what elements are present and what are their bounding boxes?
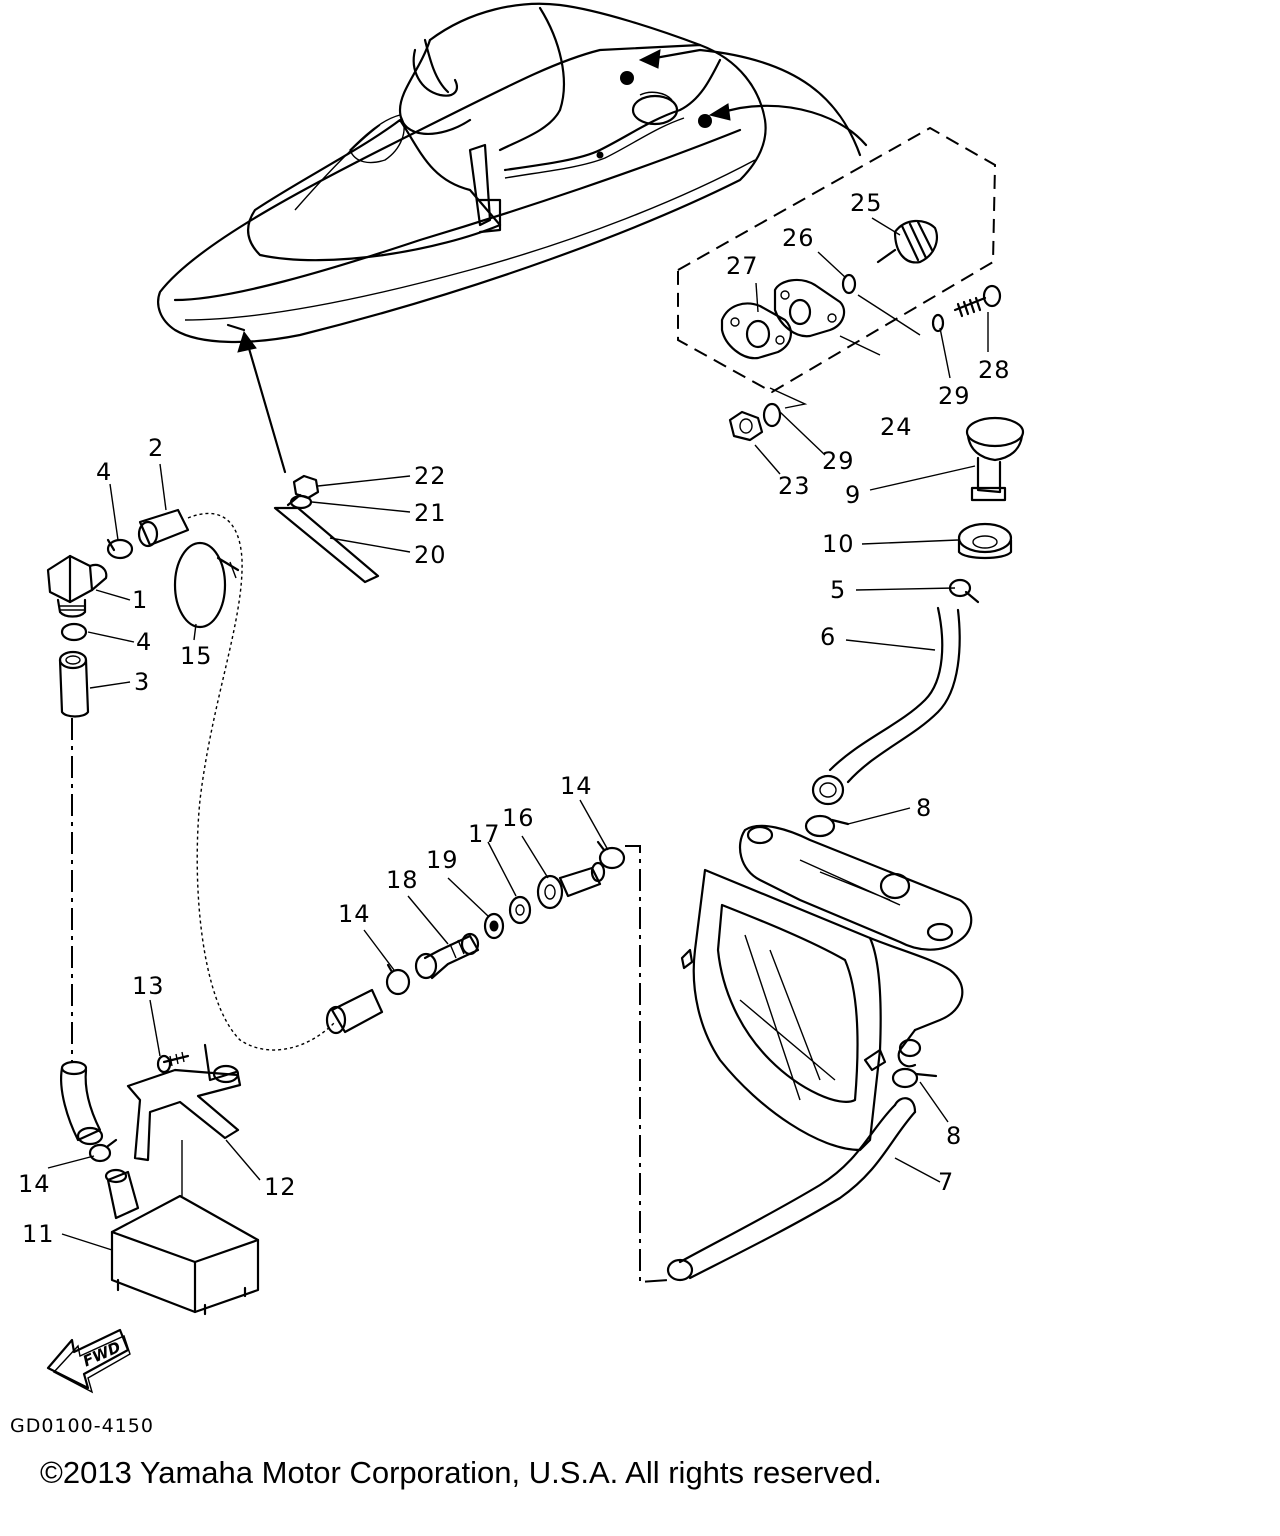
part-14-clamp-top-icon xyxy=(596,840,626,870)
part-25-fitting-icon xyxy=(876,219,938,264)
callout-29-b: 29 xyxy=(822,447,855,475)
part-29-washer-icon xyxy=(931,313,945,333)
callout-14-a: 14 xyxy=(560,772,593,800)
part-2-hose-icon xyxy=(137,508,190,548)
callout-28: 28 xyxy=(978,356,1011,384)
part-17-washer-icon xyxy=(508,895,532,925)
part-13-screw-icon xyxy=(156,1051,190,1074)
part-1-elbow-icon xyxy=(46,554,108,618)
part-6-hose-icon xyxy=(811,606,961,806)
part-3-hose-icon xyxy=(58,650,90,718)
diagram-code: GD0100-4150 xyxy=(10,1415,154,1437)
part-15-strap-icon xyxy=(173,541,240,629)
callout-1: 1 xyxy=(132,586,148,614)
vent-hose-route xyxy=(187,512,336,1051)
fwd-arrow-icon: FWD xyxy=(46,1328,131,1394)
callout-12: 12 xyxy=(264,1173,297,1201)
callout-2: 2 xyxy=(148,434,164,462)
callout-14-b: 14 xyxy=(338,900,371,928)
leader-lines xyxy=(47,217,989,1251)
callout-20: 20 xyxy=(414,541,447,569)
part-12-bracket-icon xyxy=(126,1043,242,1162)
part-5-clamp-icon xyxy=(948,578,980,604)
part-9-cap-icon xyxy=(965,416,1025,502)
hose-routing-line xyxy=(625,845,669,1284)
callout-8-b: 8 xyxy=(946,1122,962,1150)
part-26-o-ring-icon xyxy=(841,273,857,295)
callout-9: 9 xyxy=(845,481,861,509)
part-18-fitting-icon xyxy=(414,932,480,980)
jet-pump-housing xyxy=(680,824,973,1152)
part-lower-hose-icon xyxy=(60,1060,104,1146)
callout-13: 13 xyxy=(132,972,165,1000)
callout-labels: 25 26 27 28 29 24 29 23 9 10 5 6 8 8 7 2… xyxy=(18,189,1011,1248)
callout-18: 18 xyxy=(386,866,419,894)
callout-29-a: 29 xyxy=(938,382,971,410)
callout-4-a: 4 xyxy=(96,458,112,486)
part-7-hose-icon xyxy=(666,1097,917,1282)
callout-3: 3 xyxy=(134,668,150,696)
callout-5: 5 xyxy=(830,576,846,604)
connector-hose-icon xyxy=(325,988,384,1035)
part-14-clamp-lower-icon xyxy=(88,1138,118,1163)
part-24-flange-icon xyxy=(773,278,846,338)
callout-25: 25 xyxy=(850,189,883,217)
part-11-filter-box-icon xyxy=(104,1168,260,1316)
callout-7: 7 xyxy=(938,1168,954,1196)
part-28-bolt-icon xyxy=(953,284,1002,318)
callout-26: 26 xyxy=(782,224,815,252)
part-19-washer-icon xyxy=(483,912,505,940)
callout-24: 24 xyxy=(880,413,913,441)
part-27-gasket-icon xyxy=(720,302,792,360)
callout-11: 11 xyxy=(22,1220,55,1248)
part-16-fitting-icon xyxy=(536,861,606,910)
copyright-notice: ©2013 Yamaha Motor Corporation, U.S.A. A… xyxy=(40,1455,882,1490)
callout-19: 19 xyxy=(426,846,459,874)
callout-27: 27 xyxy=(726,252,759,280)
fuel-fitting-inset xyxy=(677,126,1002,409)
part-10-nut-icon xyxy=(957,522,1013,560)
part-4-clamp-lower-icon xyxy=(60,622,88,642)
deck-fitting-front xyxy=(620,71,634,85)
callout-23: 23 xyxy=(778,472,811,500)
part-4-clamp-upper-icon xyxy=(106,538,134,560)
callout-10: 10 xyxy=(822,530,855,558)
callout-14-c: 14 xyxy=(18,1170,51,1198)
callout-21: 21 xyxy=(414,499,447,527)
part-8-clamp-upper-icon xyxy=(804,814,850,838)
callout-16: 16 xyxy=(502,804,535,832)
callout-4-b: 4 xyxy=(136,628,152,656)
part-14-clamp-mid-icon xyxy=(385,963,411,996)
callout-15: 15 xyxy=(180,642,213,670)
callout-8-a: 8 xyxy=(916,794,932,822)
callout-6: 6 xyxy=(820,623,836,651)
part-22-nut-icon xyxy=(292,474,320,500)
part-23-nut-icon xyxy=(728,410,764,442)
callout-22: 22 xyxy=(414,462,447,490)
part-20-bracket-icon xyxy=(273,493,380,584)
part-29b-washer-icon xyxy=(762,402,782,428)
callout-17: 17 xyxy=(468,820,501,848)
part-8-clamp-lower-icon xyxy=(891,1067,938,1089)
watercraft-hull xyxy=(157,2,868,474)
deck-fitting-rear xyxy=(698,114,712,128)
